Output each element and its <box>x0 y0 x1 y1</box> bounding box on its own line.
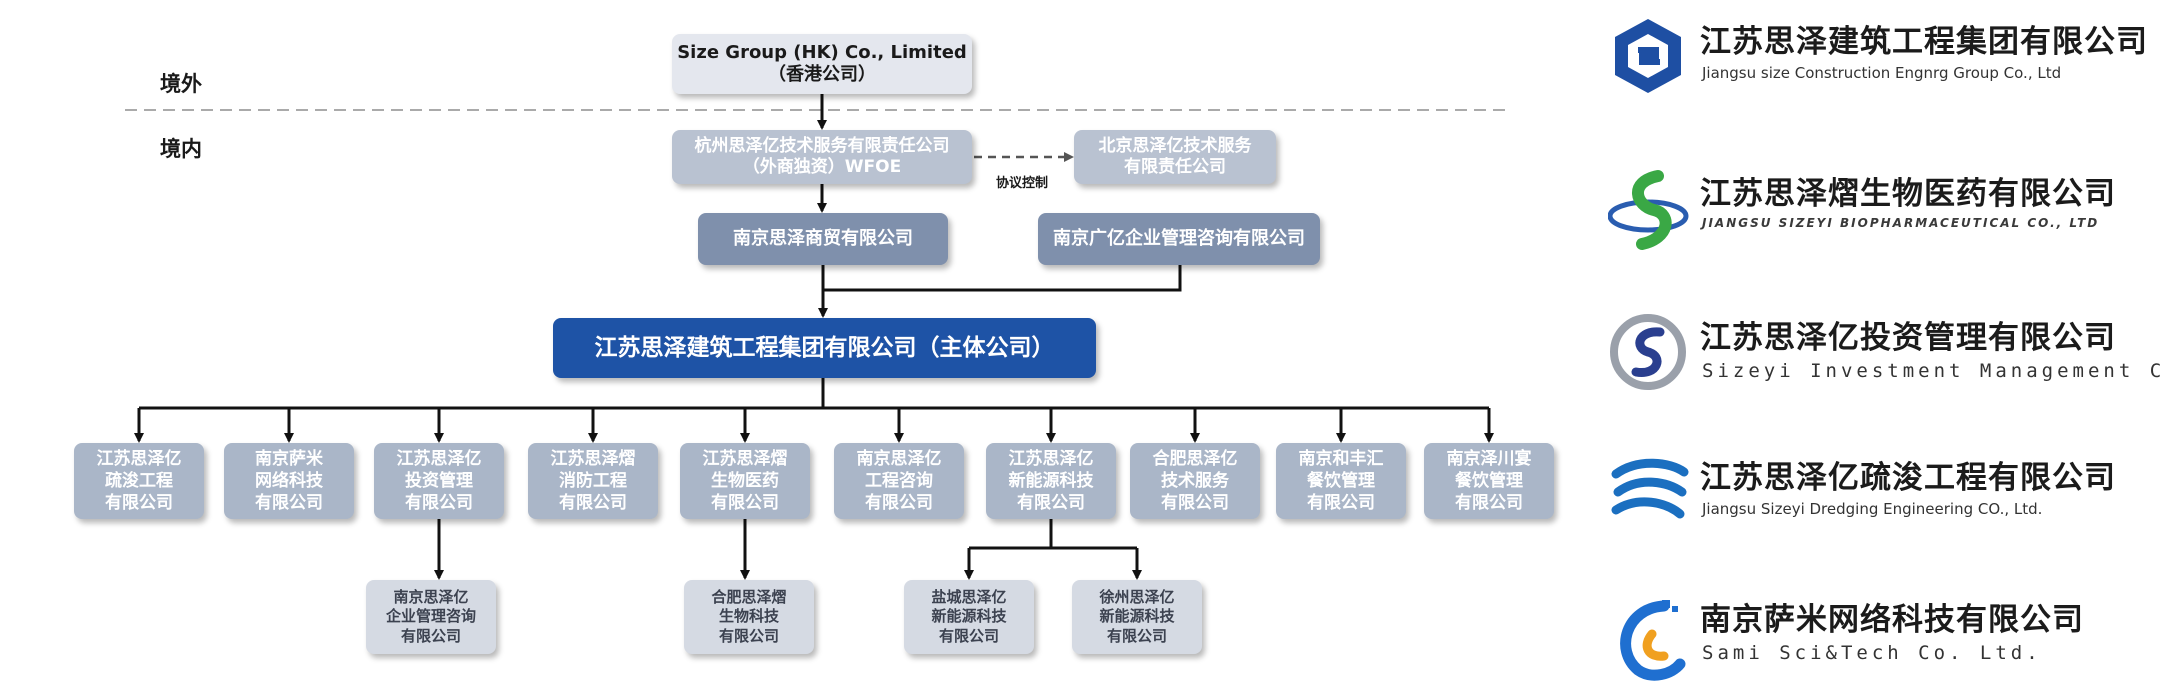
node-line: 网络科技 <box>255 470 323 491</box>
node-line: 徐州思泽亿 <box>1099 587 1175 606</box>
logo-name-en: Jiangsu Sizeyi Dredging Engineering CO.,… <box>1702 500 2043 518</box>
logo-panel: 江苏思泽建筑工程集团有限公司 Jiangsu size Construction … <box>1600 0 2166 690</box>
node-line: 有限公司 <box>1106 626 1167 645</box>
node-line: 江苏思泽亿 <box>1008 448 1094 469</box>
second-level-node[interactable]: 南京思泽亿企业管理咨询有限公司 <box>366 580 496 654</box>
subsidiary-node[interactable]: 南京思泽亿工程咨询有限公司 <box>834 443 964 519</box>
subsidiary-node[interactable]: 合肥思泽亿技术服务有限公司 <box>1130 443 1260 519</box>
node-line: 新能源科技 <box>1099 607 1175 626</box>
node-line: 有限公司 <box>865 493 933 514</box>
node-line: 有限公司 <box>255 493 323 514</box>
wave-s-icon <box>1611 458 1689 519</box>
flame-c-icon <box>1620 600 1686 681</box>
subsidiary-node[interactable]: 江苏思泽熠生物医药有限公司 <box>680 443 810 519</box>
consult-to-main <box>823 265 1182 292</box>
connector-lines <box>125 94 1505 580</box>
node-line: 南京广亿企业管理咨询有限公司 <box>1053 227 1305 249</box>
region-domestic-label: 境内 <box>160 137 202 161</box>
company-logo: 江苏思泽亿疏浚工程有限公司 Jiangsu Sizeyi Dredging Eng… <box>1600 440 2166 550</box>
node-hk-company[interactable]: Size Group (HK) Co., Limited （香港公司） <box>672 34 972 94</box>
node-nanjing-consulting[interactable]: 南京广亿企业管理咨询有限公司 <box>1038 213 1320 265</box>
node-line: 有限公司 <box>1455 493 1523 514</box>
logo-name-cn: 江苏思泽熠生物医药有限公司 <box>1700 176 2116 212</box>
company-logo: 南京萨米网络科技有限公司 Sami Sci&Tech Co. Ltd. <box>1600 582 2166 692</box>
logo-name-en: JIANGSU SIZEYI BIOPHARMACEUTICAL CO., LT… <box>1702 216 2100 230</box>
node-line: 南京和丰汇 <box>1298 448 1384 469</box>
node-line: 投资管理 <box>405 470 473 491</box>
node-line: 有限公司 <box>711 493 779 514</box>
node-line: 有限公司 <box>559 493 627 514</box>
second-level-node[interactable]: 合肥思泽熠生物科技有限公司 <box>684 580 814 654</box>
company-logo: 江苏思泽亿投资管理有限公司 Sizeyi Investment Managemen… <box>1600 300 2166 410</box>
node-line: 新能源科技 <box>931 607 1007 626</box>
node-line: 有限公司 <box>400 626 461 645</box>
logo-name-cn: 江苏思泽亿疏浚工程有限公司 <box>1700 460 2116 496</box>
swirl-s-icon <box>1608 170 1689 250</box>
region-overseas-label: 境外 <box>160 72 202 96</box>
node-line: 江苏思泽建筑工程集团有限公司（主体公司） <box>594 334 1055 361</box>
org-chart: 境外 境内 协议控制 Size Group (HK) Co., Limited … <box>74 34 1554 654</box>
node-line: 有限公司 <box>1017 493 1085 514</box>
node-wfoe[interactable]: 杭州思泽亿技术服务有限责任公司 （外商独资）WFOE <box>672 130 972 184</box>
node-line: 有限责任公司 <box>1124 157 1226 177</box>
logo-name-en: Jiangsu size Construction Engnrg Group C… <box>1702 64 2062 82</box>
node-line: 新能源科技 <box>1008 470 1094 491</box>
agreement-control-label: 协议控制 <box>996 176 1049 191</box>
node-line: 杭州思泽亿技术服务有限责任公司 <box>694 135 950 156</box>
logo-name-cn: 南京萨米网络科技有限公司 <box>1700 602 2084 638</box>
logo-name-en: Sami Sci&Tech Co. Ltd. <box>1702 642 2042 664</box>
node-line: 有限公司 <box>938 626 999 645</box>
node-line: 有限公司 <box>1161 493 1229 514</box>
node-line: 企业管理咨询 <box>385 607 476 626</box>
hexagon-s-icon <box>1615 19 1681 93</box>
subsidiary-node[interactable]: 江苏思泽熠消防工程有限公司 <box>528 443 658 519</box>
node-line: Size Group (HK) Co., Limited <box>677 41 967 63</box>
subsidiary-node[interactable]: 江苏思泽亿投资管理有限公司 <box>374 443 504 519</box>
logo-name-cn: 江苏思泽亿投资管理有限公司 <box>1700 320 2116 356</box>
node-line: 北京思泽亿技术服务 <box>1098 135 1252 156</box>
node-line: 有限公司 <box>105 493 173 514</box>
node-main-company[interactable]: 江苏思泽建筑工程集团有限公司（主体公司） <box>553 318 1096 378</box>
subsidiary-node[interactable]: 南京泽川宴餐饮管理有限公司 <box>1424 443 1554 519</box>
node-line: 江苏思泽熠 <box>550 448 636 469</box>
node-line: 餐饮管理 <box>1307 470 1375 491</box>
node-line: 消防工程 <box>559 470 627 491</box>
subsidiary-node[interactable]: 江苏思泽亿疏浚工程有限公司 <box>74 443 204 519</box>
node-line: 盐城思泽亿 <box>931 587 1007 606</box>
second-level-node[interactable]: 徐州思泽亿新能源科技有限公司 <box>1072 580 1202 654</box>
circle-s-icon <box>1610 314 1686 390</box>
node-line: 南京思泽商贸有限公司 <box>733 227 913 249</box>
second-level-node[interactable]: 盐城思泽亿新能源科技有限公司 <box>904 580 1034 654</box>
node-line: （外商独资）WFOE <box>742 157 902 177</box>
node-line: 合肥思泽熠 <box>711 587 787 606</box>
subsidiary-node[interactable]: 南京和丰汇餐饮管理有限公司 <box>1276 443 1406 519</box>
node-line: 餐饮管理 <box>1455 470 1523 491</box>
node-line: 南京萨米 <box>255 448 323 469</box>
node-line: 江苏思泽亿 <box>396 448 482 469</box>
node-line: 有限公司 <box>405 493 473 514</box>
logo-name-en: Sizeyi Investment Management Co. Ltd. <box>1702 360 2166 382</box>
node-line: 工程咨询 <box>865 470 933 491</box>
company-logo: 江苏思泽熠生物医药有限公司 JIANGSU SIZEYI BIOPHARMACEU… <box>1600 156 2166 266</box>
logo-name-cn: 江苏思泽建筑工程集团有限公司 <box>1700 24 2148 60</box>
subsidiary-node[interactable]: 南京萨米网络科技有限公司 <box>224 443 354 519</box>
node-line: 合肥思泽亿 <box>1152 448 1238 469</box>
subsidiary-node[interactable]: 江苏思泽亿新能源科技有限公司 <box>986 443 1116 519</box>
node-line: 有限公司 <box>718 626 779 645</box>
company-logo: 江苏思泽建筑工程集团有限公司 Jiangsu size Construction … <box>1600 4 2166 114</box>
node-nanjing-trade[interactable]: 南京思泽商贸有限公司 <box>698 213 948 265</box>
node-line: 江苏思泽熠 <box>702 448 788 469</box>
node-line: 疏浚工程 <box>105 470 173 491</box>
node-line: 南京泽川宴 <box>1446 448 1532 469</box>
node-line: 技术服务 <box>1161 470 1229 491</box>
node-line: （香港公司） <box>768 64 876 85</box>
node-line: 江苏思泽亿 <box>96 448 182 469</box>
node-line: 南京思泽亿 <box>393 587 469 606</box>
node-line: 有限公司 <box>1307 493 1375 514</box>
node-line: 南京思泽亿 <box>856 448 942 469</box>
node-line: 生物科技 <box>718 607 779 626</box>
node-beijing-company[interactable]: 北京思泽亿技术服务 有限责任公司 <box>1074 130 1276 184</box>
node-line: 生物医药 <box>711 470 779 491</box>
